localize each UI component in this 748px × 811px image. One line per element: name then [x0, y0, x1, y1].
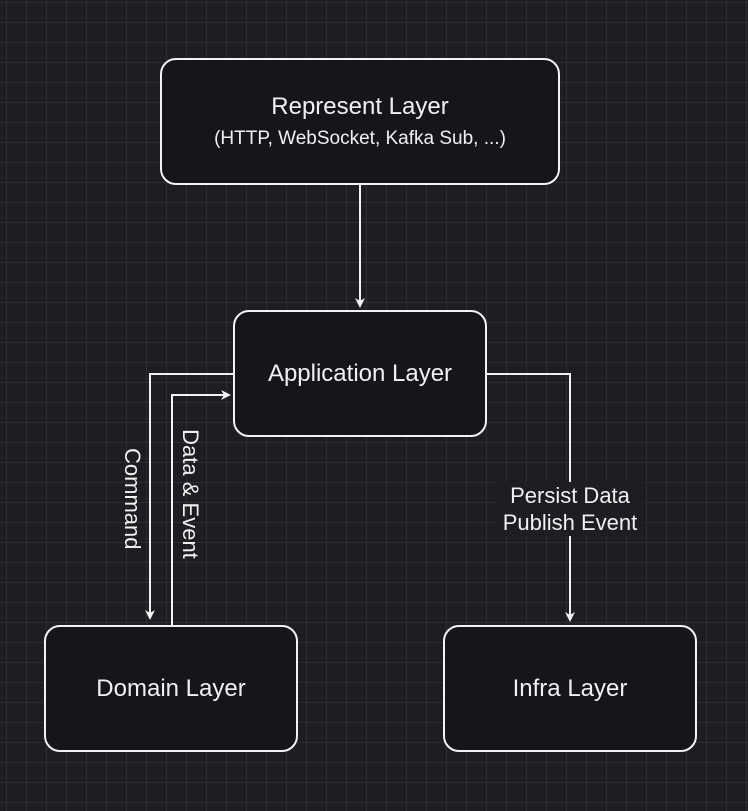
- edge-data-event: [171, 390, 231, 626]
- edge-persist: [487, 373, 575, 622]
- infra-layer-node: Infra Layer: [443, 625, 697, 752]
- persist-label-line2: Publish Event: [502, 510, 638, 535]
- persist-label-line1: Persist Data: [510, 483, 630, 508]
- domain-layer-node: Domain Layer: [44, 625, 298, 752]
- application-layer-title: Application Layer: [267, 359, 453, 387]
- data-event-label: Data & Event: [178, 429, 203, 559]
- infra-layer-title: Infra Layer: [512, 674, 628, 702]
- represent-layer-subtitle: (HTTP, WebSocket, Kafka Sub, ...): [214, 127, 506, 149]
- represent-layer-node: Represent Layer (HTTP, WebSocket, Kafka …: [160, 58, 560, 185]
- domain-layer-title: Domain Layer: [96, 674, 246, 702]
- application-layer-node: Application Layer: [233, 310, 487, 437]
- command-label: Command: [120, 448, 145, 550]
- edge-command: [145, 373, 234, 620]
- represent-layer-title: Represent Layer: [271, 92, 449, 120]
- persist-label: Persist Data Publish Event: [496, 482, 644, 536]
